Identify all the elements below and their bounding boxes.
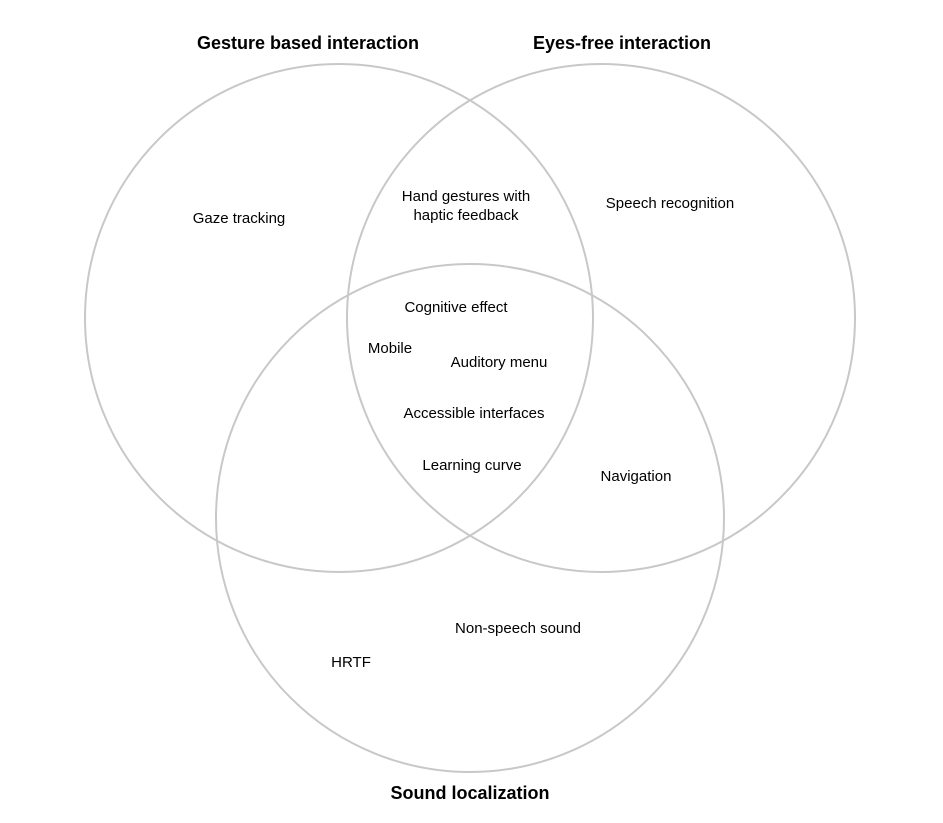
item-non-speech-sound: Non-speech sound [455, 620, 581, 637]
sound-set-circle [215, 263, 725, 773]
item-hand-gestures: Hand gestures with haptic feedback [401, 188, 531, 224]
item-mobile: Mobile [367, 340, 413, 357]
gesture-set-title: Gesture based interaction [196, 33, 420, 53]
item-auditory-menu: Auditory menu [450, 354, 548, 371]
item-learning-curve: Learning curve [422, 457, 522, 474]
sound-set-title: Sound localization [390, 783, 550, 803]
item-gaze-tracking: Gaze tracking [192, 210, 286, 227]
item-cognitive-effect: Cognitive effect [404, 299, 508, 316]
eyes-free-set-circle [346, 63, 856, 573]
gesture-set-circle [84, 63, 594, 573]
item-navigation: Navigation [600, 468, 672, 485]
item-speech-recognition: Speech recognition [605, 195, 735, 212]
eyes-free-set-title: Eyes-free interaction [532, 33, 712, 53]
item-hrtf: HRTF [331, 654, 371, 671]
item-accessible-interfaces: Accessible interfaces [403, 405, 545, 422]
